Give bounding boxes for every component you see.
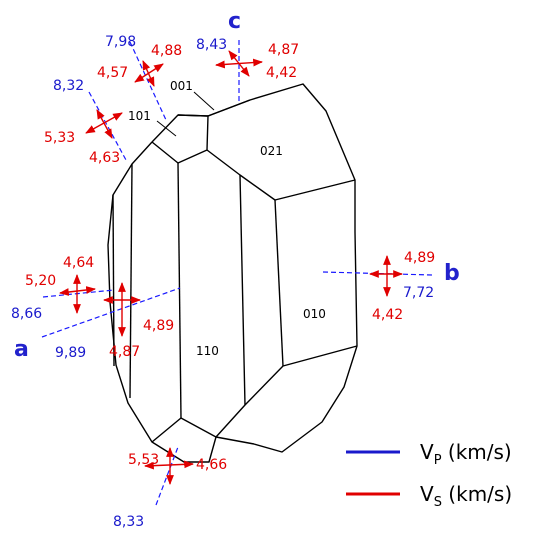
vp-line-a2 — [41, 287, 181, 338]
vs-value-b-2: 4,42 — [372, 307, 403, 323]
vs-value-bottom-2: 4,66 — [196, 457, 227, 473]
face-label-101: 101 — [128, 109, 151, 123]
face-label-010: 010 — [303, 307, 326, 321]
vs-value-c-1: 4,87 — [268, 42, 299, 58]
vp-line-b — [322, 271, 433, 276]
vs-value-c101-2: 4,57 — [97, 65, 128, 81]
legend-vp-label: VP (km/s) — [420, 440, 512, 468]
vp-value-a2: 9,89 — [55, 345, 86, 361]
vp-value-c: 8,43 — [196, 37, 227, 53]
vp-value-c101: 7,98 — [105, 34, 136, 50]
axis-label-b: b — [444, 261, 460, 286]
axis-label-a: a — [14, 337, 29, 362]
legend-vs-label: VS (km/s) — [420, 482, 512, 510]
vs-value-c101-1: 4,88 — [151, 43, 182, 59]
vs-value-a-1: 4,64 — [63, 255, 94, 271]
vs-value-c-2: 4,42 — [266, 65, 297, 81]
vp-value-upper-left: 8,32 — [53, 78, 84, 94]
legend: VP (km/s) VS (km/s) — [346, 440, 512, 510]
vs-value-b-1: 4,89 — [404, 250, 435, 266]
vs-arrows — [59, 50, 403, 485]
face-label-110: 110 — [196, 344, 219, 358]
leader-101 — [156, 120, 177, 137]
face-label-001: 001 — [170, 79, 193, 93]
vp-value-a1: 8,66 — [11, 306, 42, 322]
vp-line-upper-left — [88, 91, 127, 161]
vs-value-a-4: 4,87 — [109, 344, 140, 360]
vs-value-a-2: 5,20 — [25, 273, 56, 289]
vs-value-bottom-1: 5,53 — [128, 452, 159, 468]
vp-value-b: 7,72 — [403, 285, 434, 301]
vs-value-upper-left-1: 5,33 — [44, 130, 75, 146]
vp-value-bottom: 8,33 — [113, 514, 144, 530]
vp-line-bottom — [155, 446, 179, 506]
vs-value-upper-left-2: 4,63 — [89, 150, 120, 166]
leader-001 — [193, 91, 215, 111]
vs-value-a-3: 4,89 — [143, 318, 174, 334]
face-label-021: 021 — [260, 144, 283, 158]
axis-label-c: c — [228, 9, 241, 34]
crystal-outline — [107, 83, 358, 463]
